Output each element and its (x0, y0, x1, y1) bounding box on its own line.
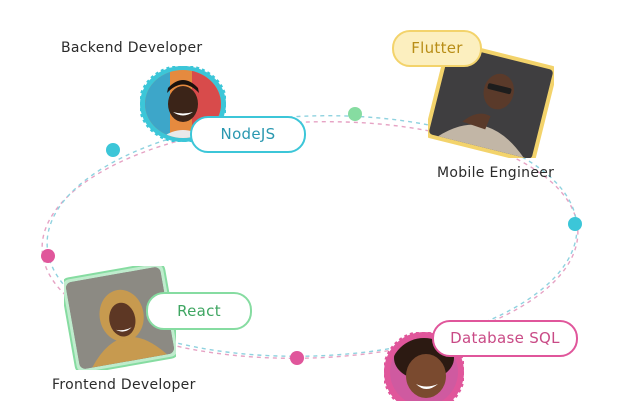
avatar-frontend-developer (64, 266, 176, 370)
skill-tag-database-sql[interactable]: Database SQL (432, 320, 578, 357)
orbit-ring-pink (41, 121, 579, 359)
role-frontend-developer: Frontend Developer (52, 377, 196, 393)
role-mobile-engineer: Mobile Engineer (437, 165, 555, 181)
skill-tag-flutter[interactable]: Flutter (392, 30, 482, 67)
orbit-dot-teal-right (568, 217, 582, 231)
orbit-dot-green-top (348, 107, 362, 121)
skill-tag-react[interactable]: React (146, 292, 252, 330)
avatar-mobile-engineer (428, 46, 554, 158)
role-backend-developer: Backend Developer (61, 40, 203, 56)
orbit-dot-teal-left (106, 143, 120, 157)
skill-tag-nodejs[interactable]: NodeJS (190, 116, 306, 153)
orbit-dot-pink-bottom (290, 351, 304, 365)
orbit-dot-pink-left (41, 249, 55, 263)
